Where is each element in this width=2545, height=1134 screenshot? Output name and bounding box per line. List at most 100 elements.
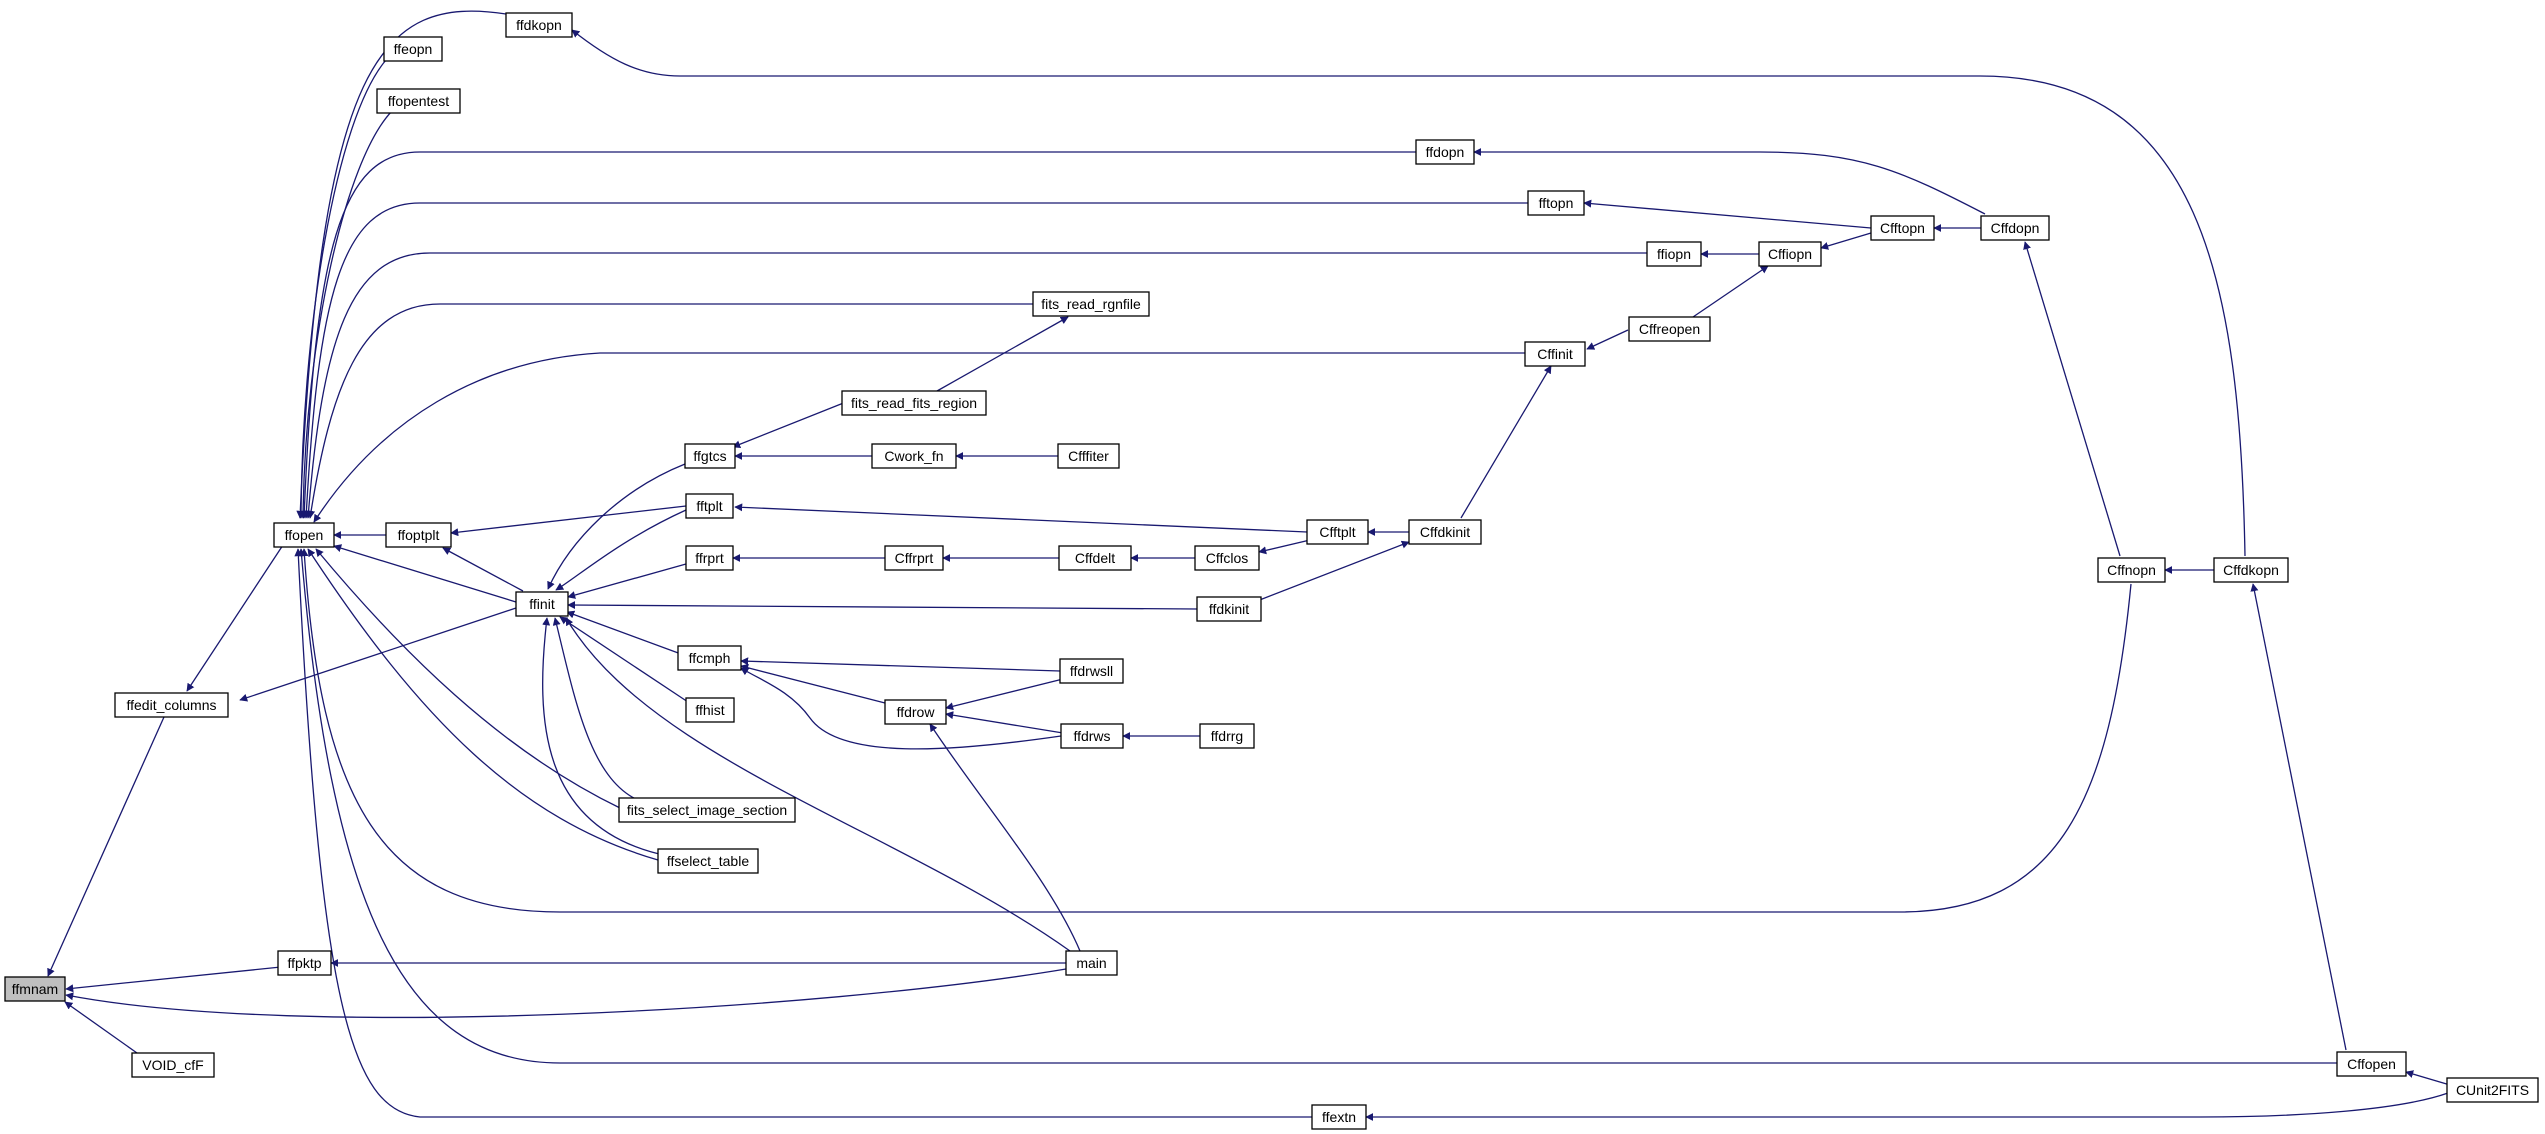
svg-text:ffdrws: ffdrws [1073, 728, 1110, 744]
svg-text:Cffopen: Cffopen [2347, 1056, 2396, 1072]
node-VOID_cfF[interactable]: VOID_cfF [131, 1052, 215, 1078]
edge-CUnit2FITS-Cffopen [2405, 1070, 2451, 1086]
node-fits_read_rgnfile[interactable]: fits_read_rgnfile [1032, 291, 1150, 317]
edge-ffdrow-ffcmph [740, 663, 886, 704]
edge-ffeopn-ffopen [297, 59, 387, 519]
edge-ffdrwsll-ffcmph [740, 657, 1061, 672]
node-Cffreopen[interactable]: Cffreopen [1628, 316, 1711, 342]
node-ffdrrg[interactable]: ffdrrg [1199, 723, 1255, 749]
node-ffextn[interactable]: ffextn [1311, 1104, 1367, 1130]
node-Cfftopn[interactable]: Cfftopn [1870, 215, 1935, 241]
node-Cfftplt[interactable]: Cfftplt [1306, 519, 1369, 545]
edge-ffopentest-ffopen [299, 110, 393, 519]
node-fftplt[interactable]: fftplt [685, 493, 734, 519]
edge-Cffopen-Cffdkopn [2250, 583, 2347, 1051]
svg-text:ffhist: ffhist [695, 702, 724, 718]
node-ffdkinit[interactable]: ffdkinit [1196, 596, 1262, 622]
edge-Cffnopn-Cffdopn [2023, 241, 2121, 557]
svg-text:ffcmph: ffcmph [689, 650, 731, 666]
svg-text:ffdrwsll: ffdrwsll [1070, 663, 1113, 679]
node-Cffopen[interactable]: Cffopen [2336, 1051, 2407, 1077]
edge-ffgtcs-ffinit [547, 463, 686, 590]
node-ffinit[interactable]: ffinit [515, 591, 569, 617]
edge-fits_select_image_section-ffinit [552, 617, 641, 802]
node-Cffclos[interactable]: Cffclos [1194, 545, 1260, 571]
node-fits_select_image_section[interactable]: fits_select_image_section [618, 797, 796, 823]
node-CUnit2FITS[interactable]: CUnit2FITS [2446, 1077, 2539, 1103]
node-ffedit_columns[interactable]: ffedit_columns [114, 692, 229, 718]
node-Cffnopn[interactable]: Cffnopn [2097, 557, 2166, 583]
edge-Cffnopn-ffopen [300, 548, 2132, 913]
node-ffdkopn[interactable]: ffdkopn [505, 12, 573, 38]
edge-Cfftopn-fftopn [1583, 199, 1872, 229]
svg-text:ffopentest: ffopentest [388, 93, 449, 109]
edge-Cffopen-ffopen [297, 548, 2337, 1064]
nodes-layer: ffmnam VOID_cfF ffedit_columns ffpktp ff… [4, 12, 2539, 1130]
svg-text:Cffclos: Cffclos [1206, 550, 1249, 566]
node-ffdrws[interactable]: ffdrws [1060, 723, 1124, 749]
node-ffeopn[interactable]: ffeopn [383, 36, 443, 62]
node-Cffdopn[interactable]: Cffdopn [1980, 215, 2050, 241]
svg-text:Cffdopn: Cffdopn [1991, 220, 2040, 236]
svg-text:fits_read_rgnfile: fits_read_rgnfile [1041, 296, 1141, 312]
svg-text:ffdopn: ffdopn [1426, 144, 1465, 160]
node-fftopn[interactable]: fftopn [1527, 190, 1585, 216]
node-ffdrow[interactable]: ffdrow [884, 699, 947, 725]
node-Cffinit[interactable]: Cffinit [1524, 341, 1586, 367]
node-ffmnam[interactable]: ffmnam [4, 976, 66, 1002]
edge-ffinit-ffoptplt [442, 547, 524, 592]
node-ffiopn[interactable]: ffiopn [1646, 241, 1702, 267]
edge-ffdrws-ffcmph [740, 667, 1062, 750]
svg-text:ffgtcs: ffgtcs [693, 448, 726, 464]
node-Cffiopn[interactable]: Cffiopn [1758, 241, 1822, 267]
node-fits_read_fits_region[interactable]: fits_read_fits_region [841, 390, 987, 416]
edge-ffopen-ffedit_columns [186, 544, 284, 692]
svg-text:ffrprt: ffrprt [695, 550, 724, 566]
node-ffselect_table[interactable]: ffselect_table [657, 848, 759, 874]
node-ffgtcs[interactable]: ffgtcs [684, 443, 736, 469]
svg-text:ffeopn: ffeopn [394, 41, 433, 57]
node-main[interactable]: main [1065, 950, 1118, 976]
edge-main-ffmnam [65, 968, 1067, 1019]
svg-text:Cfftplt: Cfftplt [1319, 524, 1355, 540]
svg-text:Cffiopn: Cffiopn [1768, 246, 1812, 262]
node-ffhist[interactable]: ffhist [685, 697, 735, 723]
edge-fits_read_rgnfile-ffopen [307, 303, 1033, 519]
edge-Cffdopn-ffdopn [1473, 148, 1986, 215]
node-ffdrwsll[interactable]: ffdrwsll [1059, 658, 1124, 684]
svg-text:CUnit2FITS: CUnit2FITS [2456, 1082, 2529, 1098]
node-Cffrprt[interactable]: Cffrprt [884, 545, 944, 571]
node-ffpktp[interactable]: ffpktp [277, 950, 332, 976]
edge-main-ffdrow [929, 723, 1081, 952]
edge-Cffdkopn-ffdkopn [571, 29, 2246, 557]
node-ffrprt[interactable]: ffrprt [685, 545, 734, 571]
edge-ffcmph-ffinit [566, 610, 682, 655]
edge-Cfftopn-Cffiopn [1820, 232, 1872, 250]
edge-CUnit2FITS-ffextn [1365, 1092, 2449, 1121]
edge-ffselect_table-ffopen [307, 548, 659, 861]
svg-text:ffiopn: ffiopn [1657, 246, 1691, 262]
edge-Cffinit-ffopen [313, 352, 1525, 523]
edge-fftplt-ffinit [555, 509, 687, 591]
node-ffdopn[interactable]: ffdopn [1415, 139, 1475, 165]
node-Cffdkopn[interactable]: Cffdkopn [2213, 557, 2289, 583]
edge-ffextn-ffopen [294, 548, 1312, 1118]
svg-text:ffedit_columns: ffedit_columns [126, 697, 216, 713]
node-Cfffiter[interactable]: Cfffiter [1057, 443, 1120, 469]
node-ffopentest[interactable]: ffopentest [376, 88, 461, 114]
node-ffopen[interactable]: ffopen [273, 522, 335, 548]
svg-text:Cwork_fn: Cwork_fn [884, 448, 943, 464]
svg-text:Cffinit: Cffinit [1537, 346, 1573, 362]
node-ffcmph[interactable]: ffcmph [677, 645, 742, 671]
svg-text:Cffrprt: Cffrprt [895, 550, 934, 566]
edge-Cfftplt-Cffclos [1258, 539, 1311, 555]
node-Cffdelt[interactable]: Cffdelt [1058, 545, 1132, 571]
svg-text:ffopen: ffopen [285, 527, 324, 543]
node-ffoptplt[interactable]: ffoptplt [385, 522, 452, 548]
node-Cwork_fn[interactable]: Cwork_fn [871, 443, 957, 469]
node-Cffdkinit[interactable]: Cffdkinit [1408, 519, 1482, 545]
edge-ffhist-ffinit [559, 616, 689, 703]
edge-ffdrws-ffdrow [945, 711, 1064, 734]
svg-text:fftopn: fftopn [1539, 195, 1574, 211]
